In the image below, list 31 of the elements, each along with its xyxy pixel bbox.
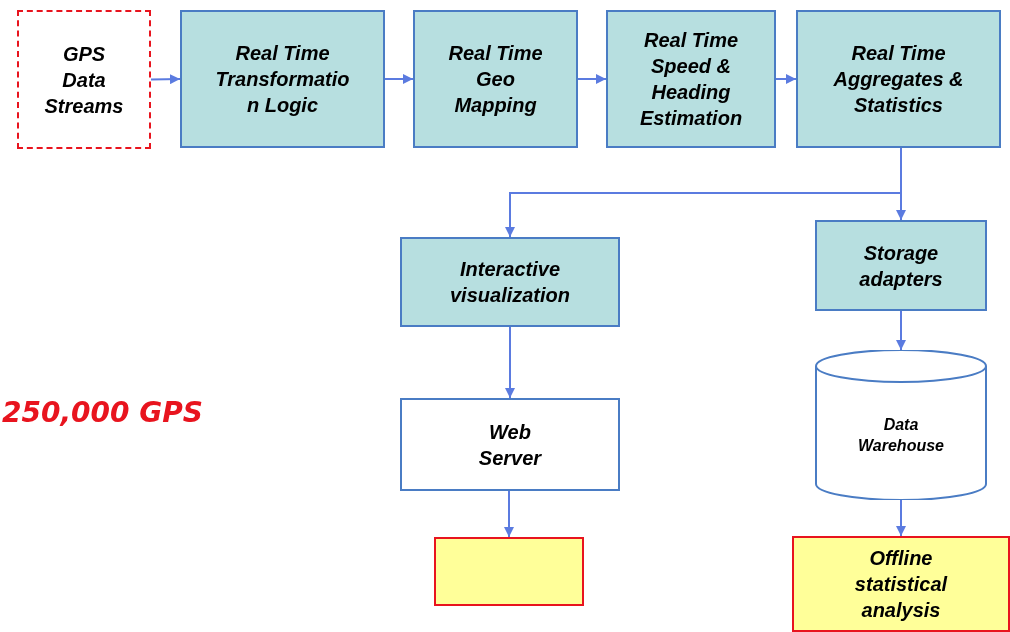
process-box <box>815 220 987 311</box>
node-label: GPS Data Streams <box>43 41 125 119</box>
output-box <box>792 536 1010 632</box>
server-box <box>400 398 620 491</box>
note-text: 250,000 GPS <box>2 396 203 429</box>
node-label: Web Server <box>477 419 543 471</box>
process-box <box>606 10 776 148</box>
arrow <box>896 147 906 221</box>
output-box <box>434 537 584 606</box>
process-box <box>180 10 385 148</box>
database-cylinder <box>815 350 987 500</box>
node-label: Real Time Aggregates & Statistics <box>832 41 965 118</box>
arrow <box>577 74 607 84</box>
arrow <box>896 499 906 537</box>
arrow <box>775 74 797 84</box>
node-label: Data Warehouse <box>857 415 945 456</box>
process-box <box>400 237 620 327</box>
node-label: Offline statistical analysis <box>853 546 949 623</box>
node-label: Storage adapters <box>858 240 944 292</box>
arrow <box>505 326 515 399</box>
arrow <box>896 310 906 351</box>
node-label: Real Time Transformation Logic <box>214 41 351 118</box>
data-source-box <box>17 10 151 149</box>
arrow <box>150 74 181 85</box>
node-label: Real Time Speed & Heading Estimation <box>638 28 744 131</box>
node-label: Interactive visualization <box>449 257 571 308</box>
process-box <box>413 10 578 148</box>
arrow <box>504 490 514 538</box>
process-box <box>796 10 1001 148</box>
arrow <box>384 74 414 84</box>
node-label: Real Time Geo Mapping <box>447 41 544 118</box>
